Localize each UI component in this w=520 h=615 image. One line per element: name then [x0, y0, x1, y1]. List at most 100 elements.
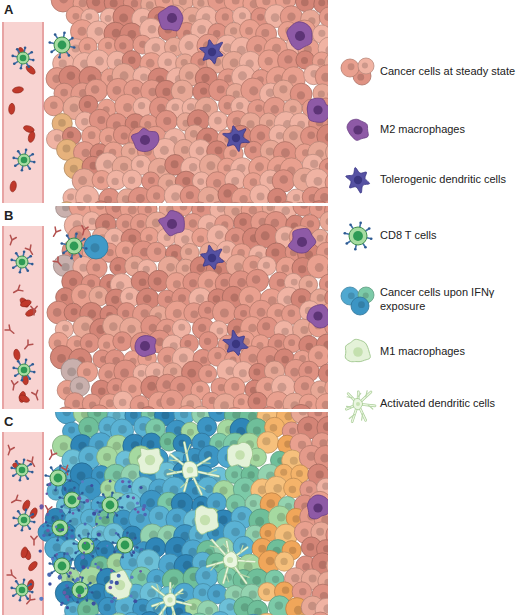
cell-nucleus	[62, 325, 69, 332]
cell-nucleus	[264, 57, 272, 65]
cell-nucleus	[281, 265, 289, 273]
cell-nucleus	[324, 13, 328, 21]
cell-nucleus	[104, 370, 112, 378]
cell-nucleus	[200, 87, 207, 94]
cell-nucleus	[171, 103, 179, 111]
cytokine-dot	[115, 597, 117, 599]
cell-nucleus	[146, 498, 155, 507]
cell-nucleus	[59, 0, 68, 3]
cell-nucleus	[253, 427, 261, 435]
antibody	[47, 450, 57, 461]
cell-nucleus	[198, 324, 206, 332]
cytokine-dot	[81, 480, 84, 483]
cell-nucleus	[326, 218, 328, 226]
cell-nucleus	[194, 117, 202, 125]
cell-nucleus	[167, 219, 177, 229]
cytokine-dot	[134, 508, 137, 511]
cell-nucleus	[153, 368, 161, 376]
cell-nucleus	[213, 590, 220, 597]
cell-nucleus	[111, 234, 119, 242]
cell-nucleus	[281, 233, 289, 241]
cell-nucleus	[298, 265, 306, 273]
cell-nucleus	[103, 160, 112, 169]
antibody	[25, 245, 35, 256]
cell-nucleus	[78, 290, 87, 299]
antibody	[51, 227, 61, 238]
cell-nucleus	[180, 412, 188, 418]
cytokine-dot	[79, 576, 81, 578]
cell-nucleus	[358, 301, 365, 308]
cancer-cell	[75, 186, 98, 203]
cytokine-dot	[90, 484, 93, 487]
cell-nucleus	[95, 291, 102, 298]
cell-nucleus	[310, 160, 318, 168]
cell-nucleus	[146, 234, 153, 241]
cytokine-dot	[58, 575, 62, 579]
cytokine-dot	[66, 606, 69, 609]
cell-nucleus	[182, 177, 190, 185]
cell-nucleus	[94, 412, 102, 417]
cytokine-dot	[92, 512, 96, 516]
cell-nucleus	[273, 484, 282, 493]
cytokine-dot	[110, 599, 114, 603]
antibody	[27, 457, 37, 468]
cytokine-dot	[87, 567, 89, 569]
cancer-cell	[78, 599, 99, 615]
cell-nucleus	[235, 450, 245, 460]
cell-nucleus	[162, 0, 171, 3]
cell-nucleus	[115, 580, 125, 590]
cancer-cell	[291, 202, 310, 203]
cytokine-dot	[128, 485, 131, 488]
cell-nucleus	[67, 194, 74, 201]
cytokine-dot	[59, 509, 63, 513]
cell-nucleus	[164, 58, 172, 66]
cell-nucleus	[220, 309, 229, 318]
m2-macrophage	[159, 211, 185, 236]
cell-nucleus	[247, 471, 254, 478]
panel-illustration	[3, 401, 351, 615]
legend-text: M1 macrophages	[380, 345, 465, 357]
cd8-t-cell	[66, 576, 93, 603]
cell-nucleus	[295, 31, 305, 41]
antibody	[53, 257, 64, 268]
cell-nucleus	[101, 516, 109, 524]
cell-nucleus	[318, 91, 325, 98]
cell-nucleus	[200, 515, 210, 525]
cytokine-dot	[140, 548, 142, 550]
cell-nucleus	[301, 0, 309, 6]
cytokine-dot	[77, 496, 81, 500]
cell-nucleus	[58, 119, 66, 127]
cell-nucleus	[262, 437, 270, 445]
cell-nucleus	[323, 422, 328, 431]
cell-nucleus	[128, 177, 135, 184]
cell-nucleus	[98, 387, 105, 394]
cd8-t-cell	[12, 508, 35, 531]
cell-nucleus	[146, 59, 155, 68]
cancer-cell	[309, 612, 328, 615]
cell-nucleus	[154, 248, 161, 255]
cell-nucleus	[154, 575, 161, 582]
cell-nucleus	[81, 322, 90, 331]
cell-nucleus	[96, 561, 103, 568]
cell-nucleus	[81, 118, 88, 125]
cell-nucleus	[288, 339, 295, 346]
cell-nucleus	[83, 368, 91, 376]
cell-nucleus	[231, 234, 239, 242]
cell-nucleus	[119, 13, 128, 22]
cell-nucleus	[223, 164, 230, 171]
cell-nucleus	[171, 160, 179, 168]
cytokine-dot	[42, 525, 44, 527]
cell-nucleus	[279, 175, 288, 184]
cell-nucleus	[92, 0, 100, 6]
legend-icon	[341, 58, 374, 85]
cytokine-dot	[109, 480, 112, 483]
cell-nucleus	[189, 163, 197, 171]
cytokine-dot	[56, 553, 58, 555]
tumor-mass	[38, 412, 328, 615]
cell-nucleus	[163, 117, 171, 125]
cell-nucleus	[72, 13, 79, 20]
cell-nucleus	[197, 206, 205, 213]
cell-nucleus	[119, 42, 126, 49]
cytokine-dot	[82, 565, 86, 569]
cell-nucleus	[116, 281, 124, 289]
